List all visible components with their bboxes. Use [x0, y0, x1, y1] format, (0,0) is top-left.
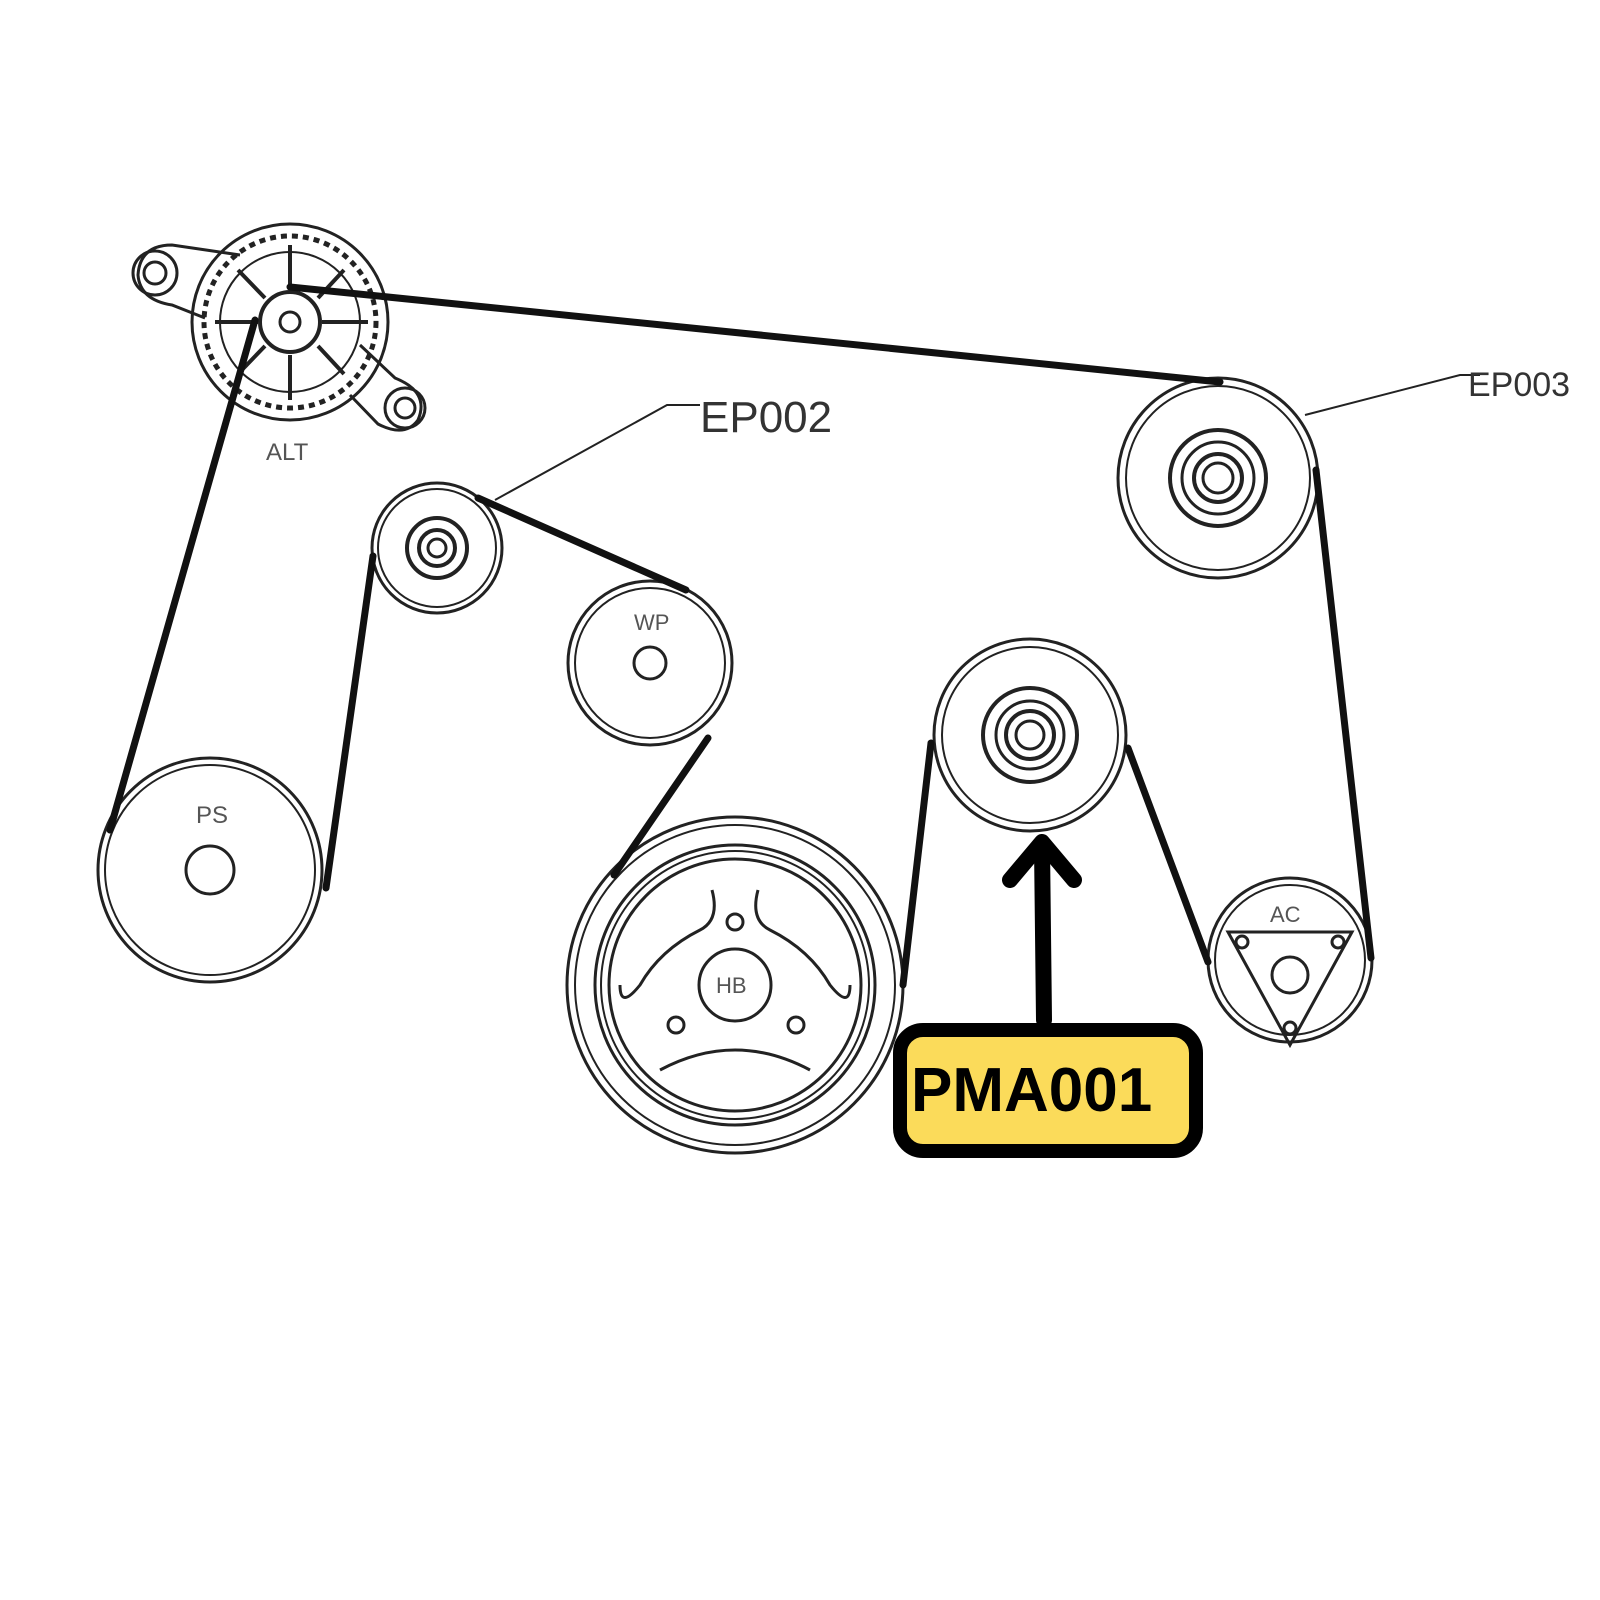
pma001-badge: PMA001	[893, 1023, 1203, 1158]
pma001-label: PMA001	[911, 1056, 1153, 1125]
power-steering-pulley	[96, 756, 324, 984]
wp-label: WP	[634, 610, 669, 635]
ac-label: AC	[1270, 902, 1301, 927]
ps-label: PS	[196, 802, 228, 829]
hb-label: HB	[716, 973, 747, 998]
ep003-label: EP003	[1468, 366, 1570, 404]
idler-pulley-ep002	[370, 481, 504, 615]
pointer-arrow	[1002, 834, 1082, 1028]
alt-label: ALT	[266, 439, 309, 466]
serpentine-belt	[106, 283, 1375, 989]
idler-pulley-pma001	[932, 637, 1128, 833]
idler-pulley-ep003	[1116, 376, 1320, 580]
alternator-pulley	[131, 222, 427, 432]
ep002-label: EP002	[700, 393, 832, 442]
water-pump-pulley	[566, 579, 734, 747]
